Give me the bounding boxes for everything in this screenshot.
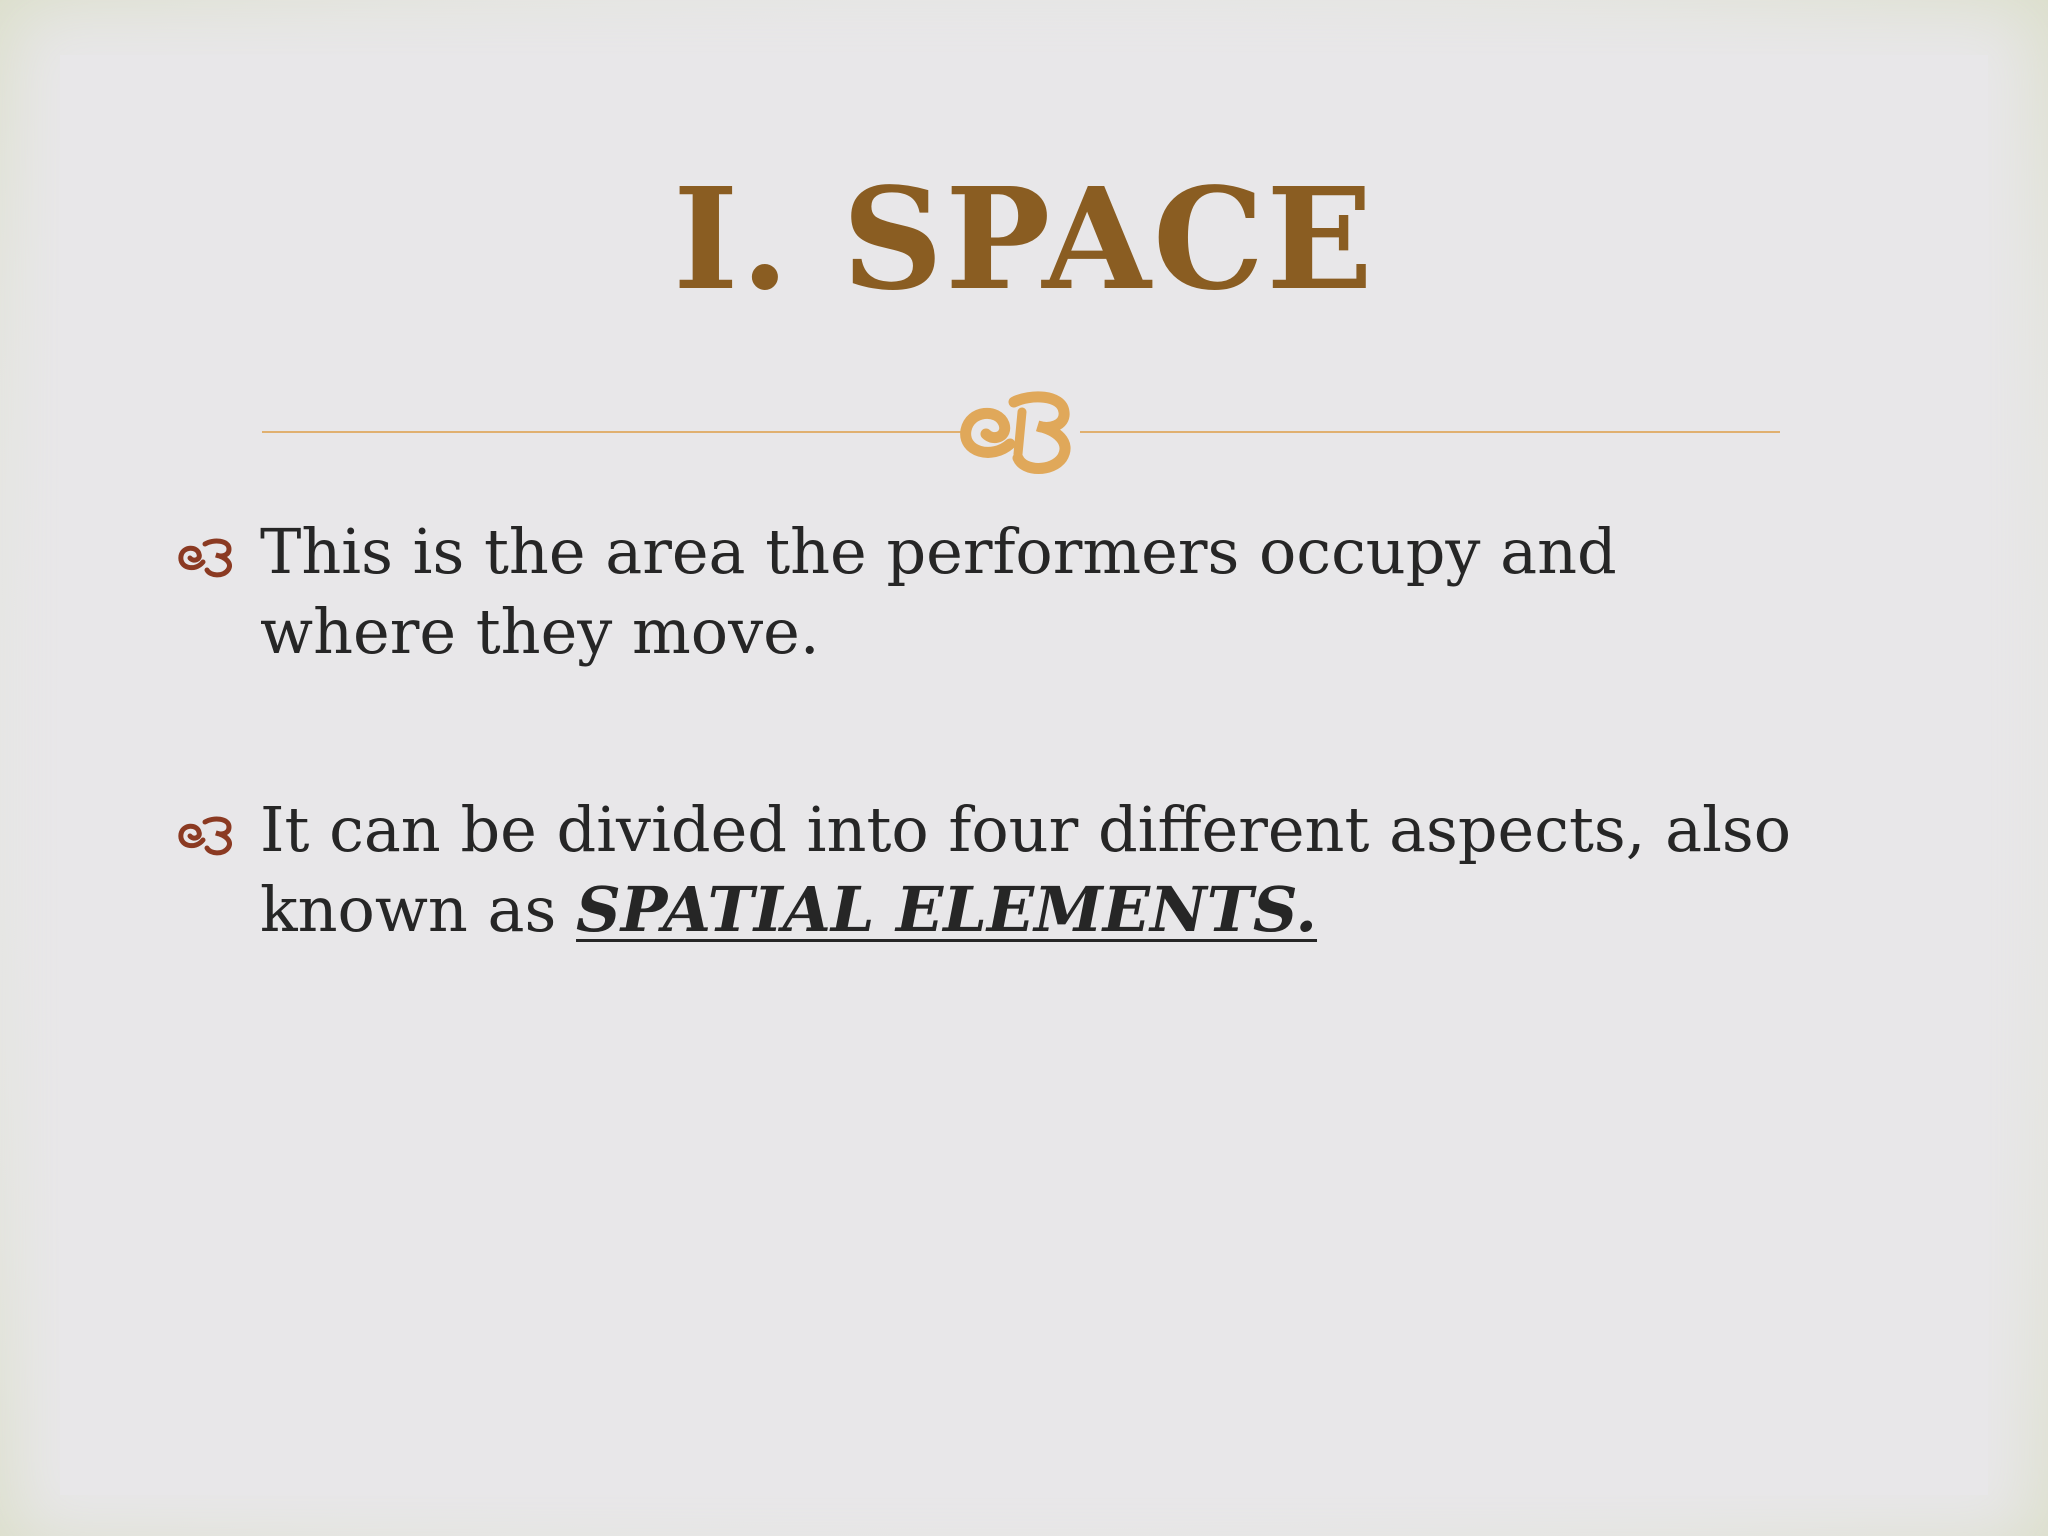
divider-line-left <box>262 431 962 433</box>
bullet-item: This is the area the performers occupy a… <box>175 512 1815 672</box>
bullet-item: It can be divided into four different as… <box>175 790 1815 950</box>
scroll-flourish-icon <box>178 538 232 578</box>
bullet-text: It can be divided into four different as… <box>260 793 1792 946</box>
scroll-flourish-icon <box>178 816 232 856</box>
bullet-list: This is the area the performers occupy a… <box>175 512 1815 1068</box>
emphasis-text: SPATIAL ELEMENTS. <box>576 873 1318 946</box>
slide-title: I. SPACE <box>673 158 1375 322</box>
bullet-text: This is the area the performers occupy a… <box>260 515 1617 668</box>
slide-panel <box>60 55 1988 1495</box>
divider-line-right <box>1080 431 1780 433</box>
scroll-flourish-icon <box>960 391 1071 474</box>
